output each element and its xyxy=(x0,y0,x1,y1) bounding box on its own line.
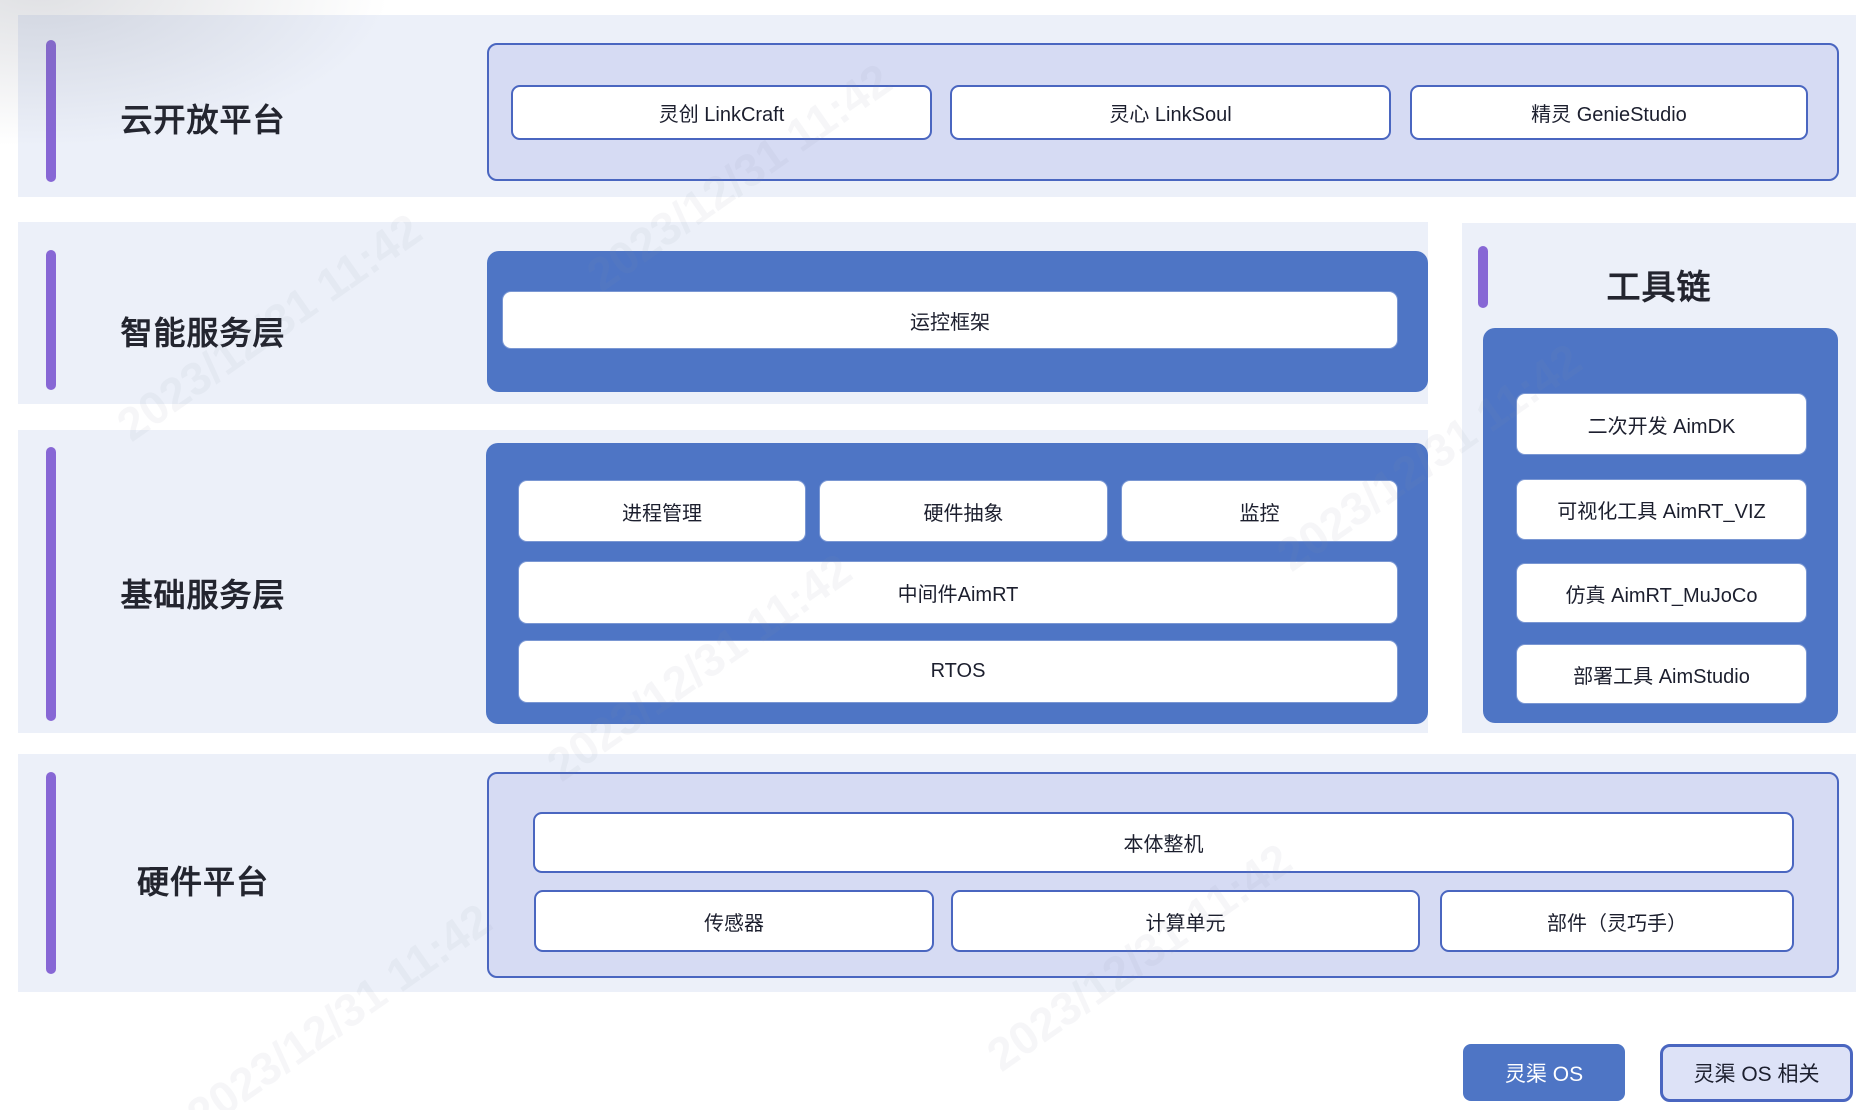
box-monitoring: 监控 xyxy=(1122,481,1397,541)
legend-lingqu-os-related: 灵渠 OS 相关 xyxy=(1660,1044,1853,1102)
box-sensors: 传感器 xyxy=(534,890,934,952)
accent-bar xyxy=(46,40,56,182)
box-linkcraft: 灵创 LinkCraft xyxy=(511,85,932,140)
box-aimdk: 二次开发 AimDK xyxy=(1517,394,1806,454)
accent-bar xyxy=(1478,246,1488,308)
toolchain-title: 工具链 xyxy=(1606,269,1712,307)
box-motion-control-framework: 运控框架 xyxy=(503,292,1397,348)
hardware-layer-title: 硬件平台 xyxy=(136,864,269,900)
box-robot-body: 本体整机 xyxy=(533,812,1794,873)
foundation-layer-title: 基础服务层 xyxy=(120,577,286,613)
intelligent-layer-title: 智能服务层 xyxy=(120,315,286,351)
accent-bar xyxy=(46,250,56,390)
box-middleware-aimrt: 中间件AimRT xyxy=(519,562,1397,623)
box-geniestudio: 精灵 GenieStudio xyxy=(1410,85,1808,140)
box-aimrt-mujoco: 仿真 AimRT_MuJoCo xyxy=(1517,564,1806,622)
legend-lingqu-os: 灵渠 OS xyxy=(1463,1044,1625,1101)
box-parts-dexterous-hand: 部件（灵巧手） xyxy=(1440,890,1794,952)
box-hardware-abstraction: 硬件抽象 xyxy=(820,481,1107,541)
accent-bar xyxy=(46,772,56,974)
cloud-layer-title: 云开放平台 xyxy=(120,102,286,138)
box-linksoul: 灵心 LinkSoul xyxy=(950,85,1391,140)
accent-bar xyxy=(46,447,56,721)
box-process-management: 进程管理 xyxy=(519,481,805,541)
box-compute-unit: 计算单元 xyxy=(951,890,1420,952)
box-aimrt-viz: 可视化工具 AimRT_VIZ xyxy=(1517,480,1806,539)
box-rtos: RTOS xyxy=(519,641,1397,702)
box-aimstudio: 部署工具 AimStudio xyxy=(1517,645,1806,703)
